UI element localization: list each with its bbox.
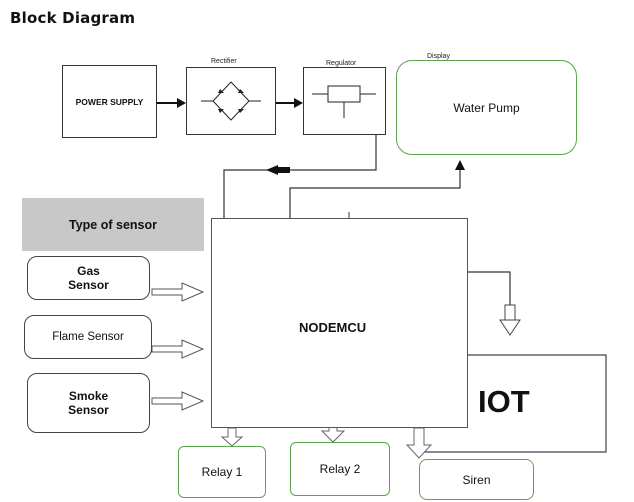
bridge-rectifier-icon [201, 81, 261, 121]
water-pump-label: Water Pump [453, 100, 520, 115]
rectifier-block [186, 67, 276, 135]
sensor-type-header: Type of sensor [22, 198, 204, 251]
relay2-block: Relay 2 [290, 442, 390, 496]
siren-label: Siren [462, 472, 491, 487]
gas-sensor-label-line2: Sensor [68, 278, 109, 292]
smoke-sensor-label-line2: Sensor [68, 403, 109, 417]
relay1-label: Relay 1 [201, 465, 243, 479]
nodemcu-label: NODEMCU [299, 320, 367, 335]
relay1-block: Relay 1 [178, 446, 266, 498]
nodemcu-block: NODEMCU [211, 218, 468, 428]
regulator-circuit-icon [312, 85, 376, 118]
gas-sensor-block: Gas Sensor [27, 256, 150, 300]
relay2-label: Relay 2 [319, 462, 361, 476]
water-pump-block: Water Pump [396, 60, 577, 155]
display-label: Display [427, 53, 450, 60]
gas-sensor-label-line1: Gas [77, 264, 100, 278]
regulator-block [303, 67, 386, 135]
sensor-type-label: Type of sensor [69, 217, 157, 232]
regulator-label: Regulator [326, 60, 357, 67]
power-supply-block: POWER SUPPLY [62, 65, 157, 138]
flame-sensor-block: Flame Sensor [24, 315, 152, 359]
siren-block: Siren [419, 459, 534, 500]
rectifier-label: Rectifier [211, 58, 237, 65]
flame-sensor-label: Flame Sensor [52, 331, 124, 343]
power-supply-label: POWER SUPPLY [75, 96, 144, 107]
arrow-head-icon [177, 98, 186, 108]
iot-label: IOT [478, 384, 530, 419]
page-title: Block Diagram [10, 9, 136, 27]
smoke-sensor-label-line1: Smoke [68, 389, 109, 403]
smoke-sensor-block: Smoke Sensor [27, 373, 150, 433]
